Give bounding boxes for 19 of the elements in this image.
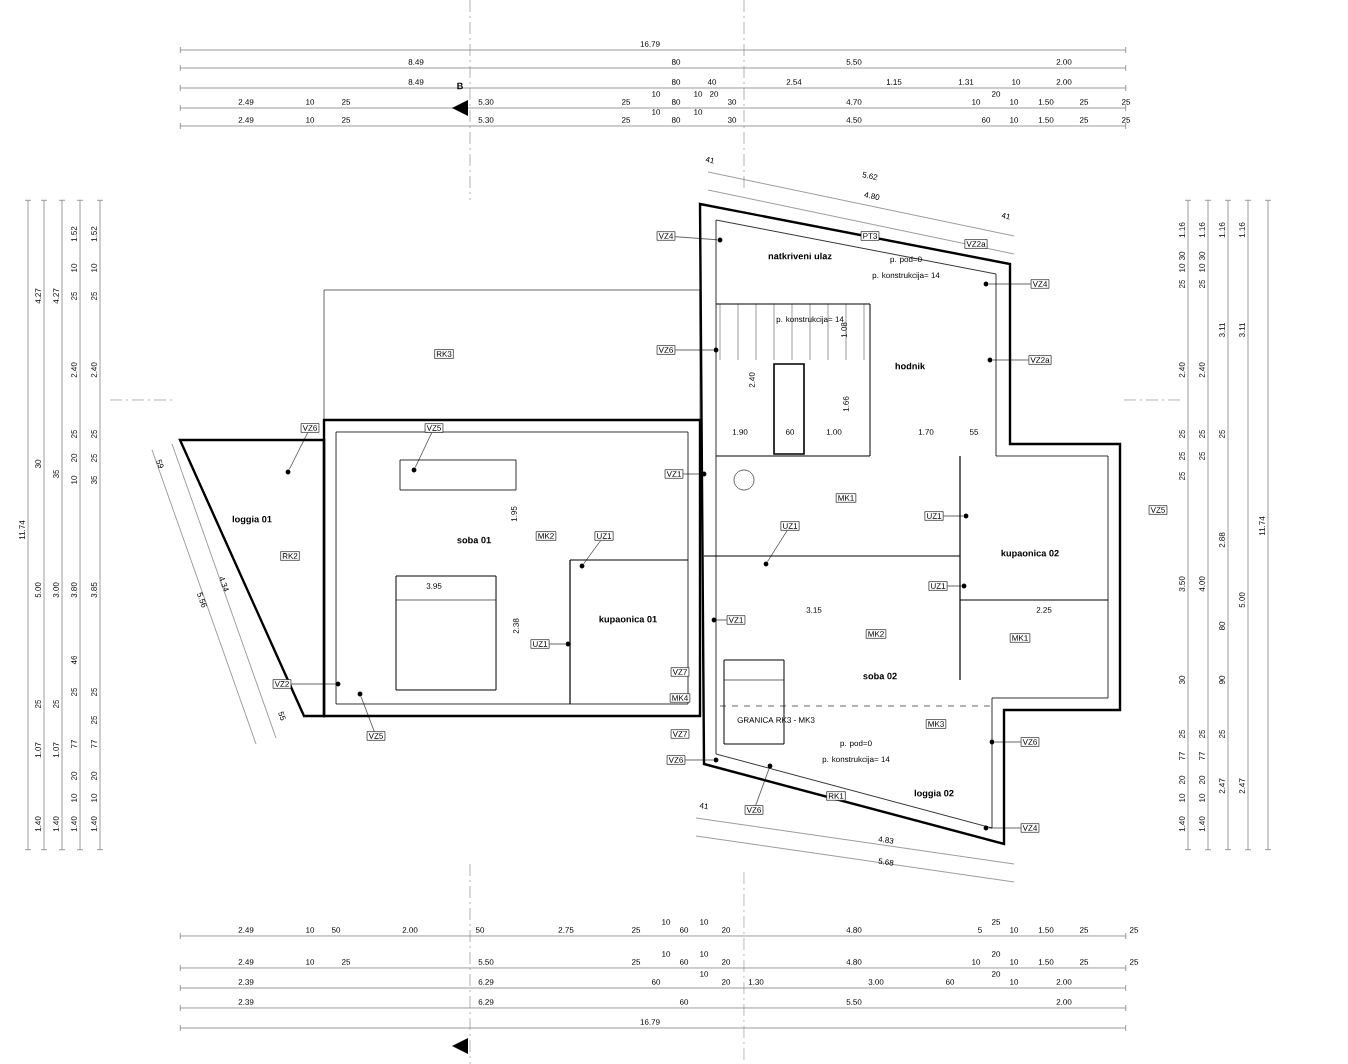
leader-line bbox=[684, 759, 714, 761]
leader-line bbox=[674, 236, 718, 241]
leader-line bbox=[988, 283, 1032, 285]
leader-line bbox=[716, 619, 728, 621]
leader-line bbox=[674, 349, 714, 351]
leader-line bbox=[549, 643, 566, 645]
leader-line bbox=[755, 768, 770, 806]
leader-line bbox=[682, 473, 702, 475]
leader-line bbox=[414, 432, 433, 468]
leader-line bbox=[767, 530, 788, 562]
leader-line bbox=[992, 359, 1029, 361]
leader-line bbox=[288, 432, 308, 470]
leader-line bbox=[290, 683, 336, 685]
leader-line bbox=[360, 696, 375, 732]
leader-line bbox=[583, 540, 601, 565]
leader-line bbox=[943, 515, 964, 517]
leader-line bbox=[947, 585, 962, 587]
leader-line bbox=[988, 827, 1022, 829]
leader-line bbox=[994, 741, 1022, 743]
